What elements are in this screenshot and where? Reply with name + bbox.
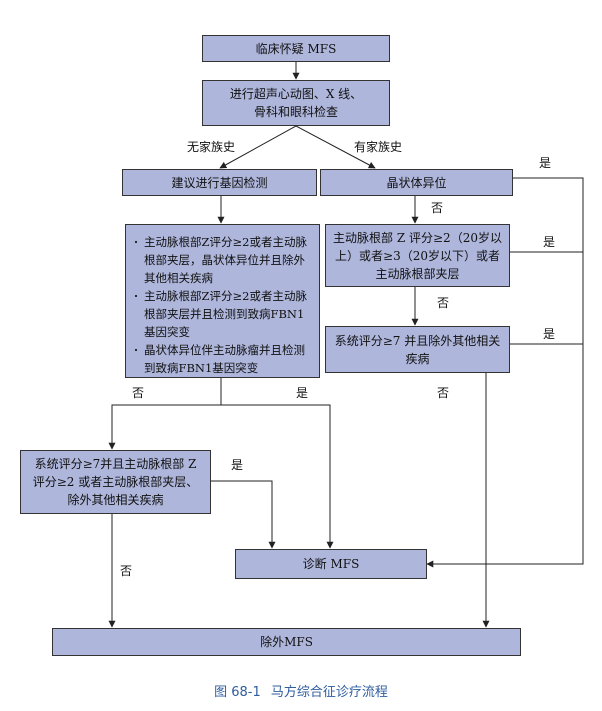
suspect-mfs-box: 临床怀疑 MFS [202, 35, 390, 62]
criteria-item: 晶状体异位伴主动脉瘤并且检测到致病FBN1基因突变 [134, 341, 311, 377]
lens-dislocation-text: 晶状体异位 [386, 175, 447, 190]
label-aorta-no: 否 [437, 296, 450, 310]
aorta-z-score-text: 主动脉根部 Z 评分≥2（20岁以上）或者≥3（20岁以下）或者主动脉根部夹层 [333, 230, 502, 281]
figure-number: 图 68-1 [214, 685, 261, 700]
label-family-history: 有家族史 [354, 140, 403, 154]
examination-text-line2: 骨科和眼科检查 [253, 105, 338, 119]
lens-dislocation-box: 晶状体异位 [320, 169, 513, 196]
criteria-list: 主动脉根部Z评分≥2或者主动脉根部夹层，晶状体异位并且除外其他相关疾病 主动脉根… [126, 233, 319, 377]
label-left-yes: 是 [231, 458, 244, 472]
arrow-exam-gene [219, 125, 297, 169]
arrow-left-yes [211, 480, 276, 549]
label-systemic-yes: 是 [543, 327, 556, 341]
aorta-z-score-box: 主动脉根部 Z 评分≥2（20岁以上）或者≥3（20岁以下）或者主动脉根部夹层 [325, 224, 510, 287]
gene-test-text: 建议进行基因检测 [171, 175, 268, 190]
criteria-item: 主动脉根部Z评分≥2或者主动脉根部夹层，晶状体异位并且除外其他相关疾病 [134, 233, 311, 287]
arrow-criteria-yes [221, 404, 334, 549]
label-criteria-yes: 是 [296, 386, 309, 400]
exclude-mfs-text: 除外MFS [260, 635, 313, 649]
exclude-mfs-box: 除外MFS [52, 628, 521, 656]
label-systemic-no: 否 [437, 386, 450, 400]
label-lens-yes: 是 [539, 156, 552, 170]
label-lens-no: 否 [431, 201, 444, 215]
systemic-score-lens-box: 系统评分≥7 并且除外其他相关疾病 [325, 326, 510, 373]
examination-box: 进行超声心动图、X 线、 骨科和眼科检查 [202, 80, 390, 126]
figure-caption: 图 68-1 马方综合征诊疗流程 [0, 681, 602, 700]
arrow-lens-yes [426, 177, 584, 568]
label-left-no: 否 [120, 564, 133, 578]
criteria-item: 主动脉根部Z评分≥2或者主动脉根部夹层并且检测到致病FBN1基因突变 [134, 287, 311, 341]
diagnose-mfs-text: 诊断 MFS [302, 557, 360, 571]
label-criteria-no: 否 [132, 386, 145, 400]
diagnose-mfs-box: 诊断 MFS [235, 549, 427, 579]
systemic-score-lens-text: 系统评分≥7 并且除外其他相关疾病 [334, 333, 501, 366]
criteria-box: 主动脉根部Z评分≥2或者主动脉根部夹层，晶状体异位并且除外其他相关疾病 主动脉根… [125, 224, 320, 378]
arrow-exam-lens [295, 125, 376, 169]
arrow-criteria-no [108, 378, 222, 450]
gene-test-box: 建议进行基因检测 [122, 169, 317, 196]
label-aorta-yes: 是 [543, 235, 556, 249]
figure-title: 马方综合征诊疗流程 [270, 685, 388, 700]
systemic-score-left-text: 系统评分≥7并且主动脉根部 Z 评分≥2 或者主动脉根部夹层、除外其他相关疾病 [32, 457, 199, 507]
label-no-family-history: 无家族史 [187, 140, 236, 154]
suspect-mfs-text: 临床怀疑 MFS [255, 41, 337, 56]
examination-text-line1: 进行超声心动图、X 线、 [229, 87, 363, 101]
systemic-score-left-box: 系统评分≥7并且主动脉根部 Z 评分≥2 或者主动脉根部夹层、除外其他相关疾病 [20, 450, 211, 514]
